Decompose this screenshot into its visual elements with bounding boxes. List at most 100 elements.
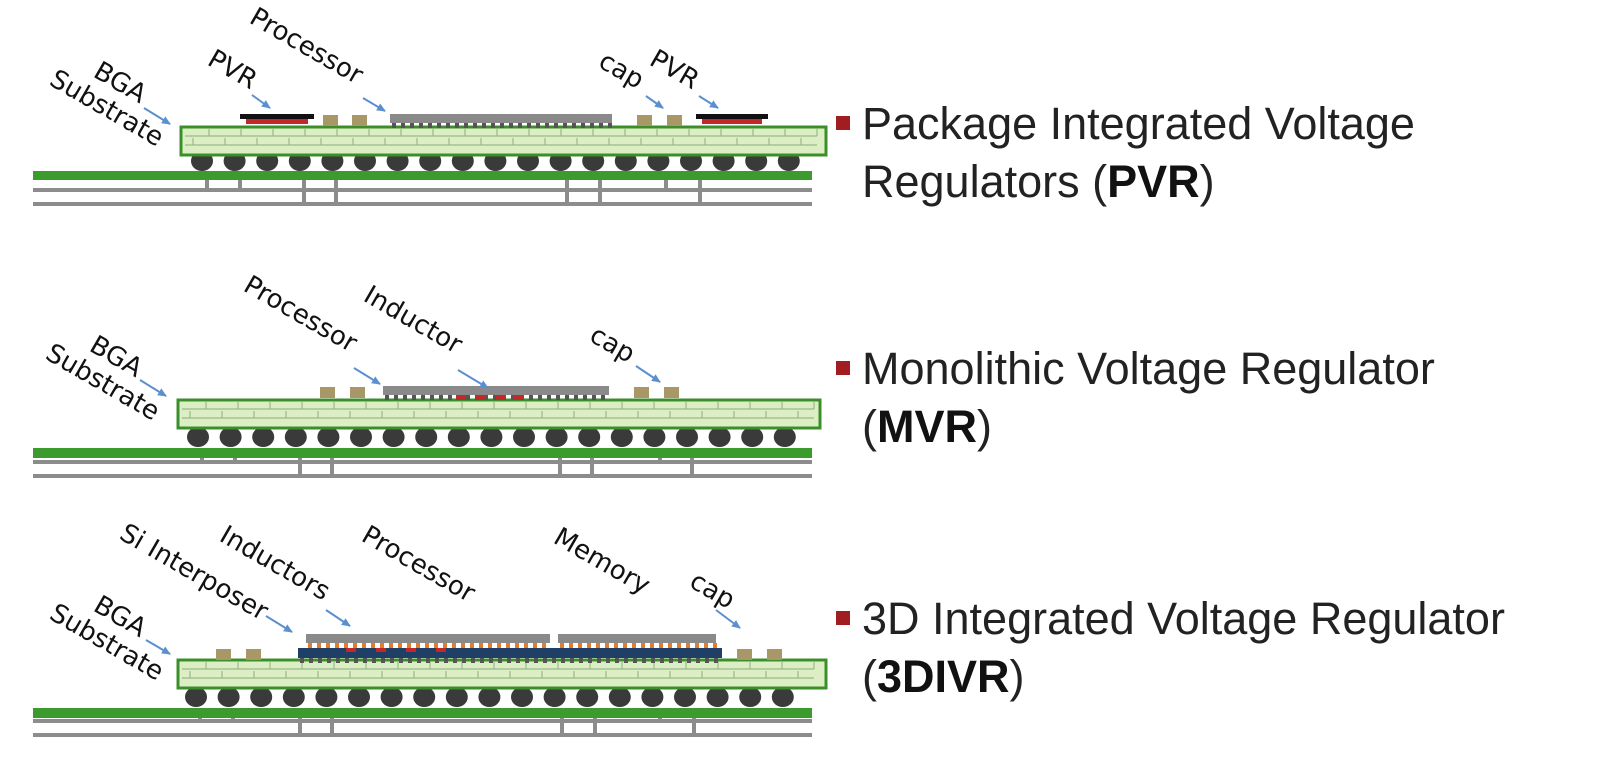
micro-bump: [443, 643, 447, 648]
micro-bump: [419, 123, 423, 128]
micro-bump: [704, 643, 708, 648]
micro-bump: [462, 658, 466, 663]
micro-bump: [473, 123, 477, 128]
bullet-mvr: Monolithic Voltage Regulator (MVR): [836, 340, 1602, 456]
bullet-abbr: PVR: [1107, 156, 1200, 207]
micro-bump: [606, 658, 610, 663]
pvr-module-right: [696, 114, 768, 124]
micro-bump: [335, 643, 339, 648]
micro-bump: [461, 643, 465, 648]
capacitor: [323, 115, 338, 126]
processor-die: [306, 634, 550, 652]
micro-bump: [547, 395, 551, 400]
micro-bump: [421, 395, 425, 400]
micro-bump: [552, 658, 556, 663]
micro-bump: [534, 658, 538, 663]
micro-bump: [300, 658, 304, 663]
solder-ball: [380, 687, 403, 707]
micro-bump: [479, 643, 483, 648]
micro-bump: [677, 643, 681, 648]
solder-ball: [185, 687, 207, 707]
micro-bump: [527, 123, 531, 128]
micro-bump: [489, 658, 493, 663]
micro-bump: [318, 658, 322, 663]
bullet-line1: Monolithic Voltage Regulator: [862, 343, 1435, 394]
micro-bump: [714, 658, 718, 663]
micro-bump: [632, 643, 636, 648]
micro-bump: [493, 395, 497, 400]
micro-bump: [336, 658, 340, 663]
micro-bump: [455, 123, 459, 128]
pcb-board: [33, 448, 812, 458]
bullet-marker: [836, 361, 850, 375]
micro-bump: [401, 123, 405, 128]
micro-bump: [641, 643, 645, 648]
solder-ball: [674, 687, 696, 707]
bullet-pvr: Package Integrated Voltage Regulators (P…: [836, 95, 1602, 211]
micro-bump: [574, 395, 578, 400]
package-substrate: [176, 398, 822, 430]
solder-ball: [350, 427, 372, 447]
micro-bump: [543, 658, 547, 663]
memory-die: [558, 634, 717, 648]
capacitor: [350, 387, 365, 398]
solder-ball: [219, 427, 242, 447]
capacitor: [352, 115, 367, 126]
micro-bump: [565, 395, 569, 400]
micro-bump: [583, 395, 587, 400]
micro-bump: [556, 395, 560, 400]
capacitor: [737, 649, 752, 660]
pcb-traces: [33, 708, 812, 737]
bullet-line1: Package Integrated Voltage: [862, 98, 1415, 149]
micro-bump: [570, 658, 574, 663]
label-arrows: [143, 94, 719, 125]
micro-bump: [491, 123, 495, 128]
cap-label: cap: [594, 46, 649, 95]
micro-bump: [317, 643, 321, 648]
inductor-label: Inductor: [359, 280, 468, 360]
package-substrate: [176, 658, 828, 690]
micro-bump: [372, 658, 376, 663]
bullet-abbr: MVR: [877, 401, 977, 452]
pcb-traces: [33, 450, 812, 478]
micro-bump: [561, 658, 565, 663]
solder-ball: [771, 687, 794, 707]
micro-bump: [554, 123, 558, 128]
micro-bump: [633, 658, 637, 663]
cap-label: cap: [685, 566, 740, 615]
solder-ball: [706, 687, 729, 707]
bullet-line2: Regulators (PVR): [862, 156, 1215, 207]
package-substrate: [179, 125, 828, 157]
micro-bump: [678, 658, 682, 663]
cap-label: cap: [585, 320, 640, 369]
pvr-right-label: PVR: [645, 44, 705, 96]
micro-bump: [536, 123, 540, 128]
micro-bump: [416, 643, 420, 648]
micro-bump: [497, 643, 501, 648]
micro-bump: [446, 123, 450, 128]
processor-die: [390, 114, 612, 128]
bullet-marker: [836, 611, 850, 625]
interposer-inductor: [436, 648, 446, 652]
micro-bump: [509, 123, 513, 128]
micro-bump: [518, 123, 522, 128]
solder-ball: [315, 687, 338, 707]
micro-bump: [448, 395, 452, 400]
solder-ball: [578, 427, 601, 447]
micro-bump: [437, 123, 441, 128]
micro-bump: [480, 658, 484, 663]
processor-label: Processor: [245, 2, 369, 91]
micro-bump: [362, 643, 366, 648]
micro-bump: [354, 658, 358, 663]
micro-bump: [608, 123, 612, 128]
micro-bump: [452, 643, 456, 648]
micro-bump: [412, 395, 416, 400]
solder-ball: [576, 687, 599, 707]
bullet-line2: (3DIVR): [862, 651, 1025, 702]
micro-bump: [435, 658, 439, 663]
micro-bump: [470, 643, 474, 648]
micro-bump: [511, 395, 515, 400]
solder-ball: [217, 687, 240, 707]
micro-bump: [650, 643, 654, 648]
